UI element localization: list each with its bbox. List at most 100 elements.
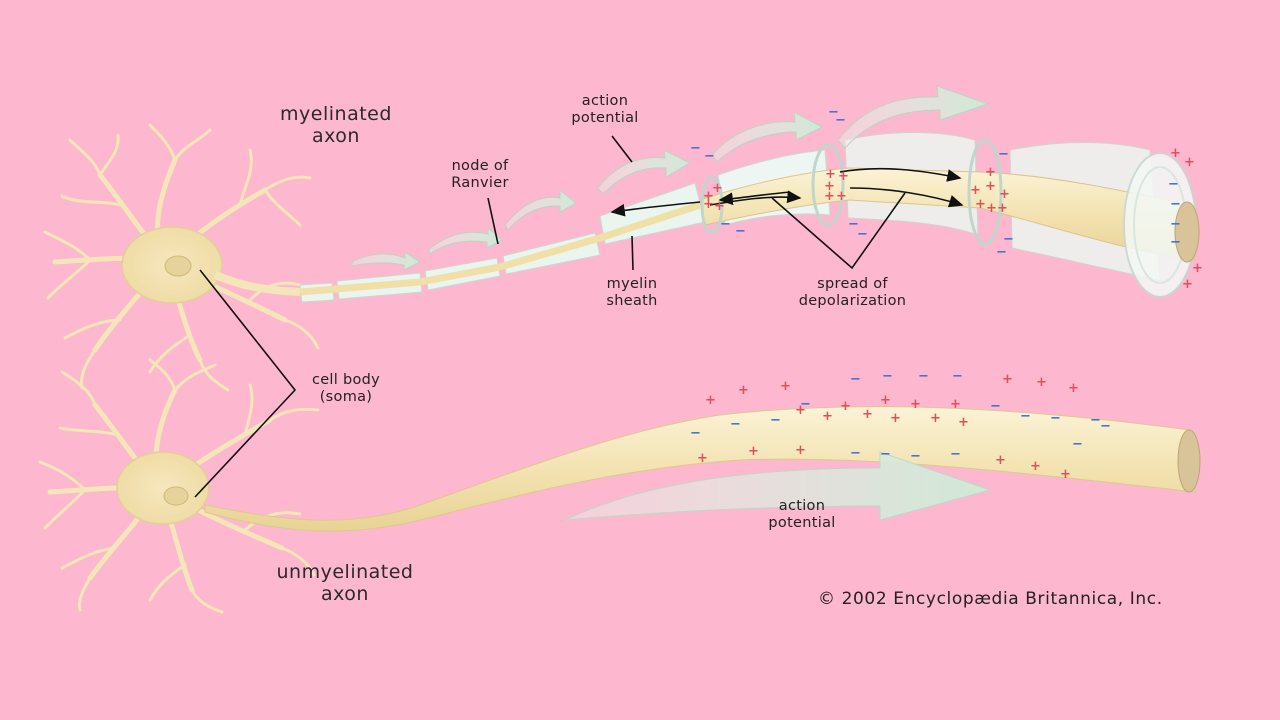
positive-charge: + [1036,375,1047,390]
top-axon-end [1174,201,1200,263]
action-potential-arrow [564,451,992,521]
negative-charge: − [857,227,868,242]
negative-charge: − [1100,419,1111,434]
negative-charge: − [1170,235,1181,250]
positive-charge: + [836,189,847,204]
positive-charge: + [1184,155,1195,170]
bottom-axon [204,406,1196,532]
positive-charge: + [950,397,961,412]
positive-charge: + [970,183,981,198]
negative-charge: − [848,217,859,232]
negative-charge: − [850,446,861,461]
positive-charge: + [840,399,851,414]
negative-charge: − [910,449,921,464]
positive-charge: + [997,201,1008,216]
negative-charge: − [770,413,781,428]
positive-charge: + [1030,459,1041,474]
positive-charge: + [1002,372,1013,387]
positive-charge: + [1182,277,1193,292]
positive-charge: + [705,393,716,408]
positive-charge: + [975,197,986,212]
axon-core-thick [699,167,1196,261]
positive-charge: + [703,197,714,212]
negative-charge: − [998,147,1009,162]
positive-charge: + [1060,467,1071,482]
positive-charge: + [780,379,791,394]
label-node-of-ranvier: node of Ranvier [451,158,509,191]
positive-charge: + [910,397,921,412]
negative-charge: − [952,369,963,384]
positive-charge: + [930,411,941,426]
negative-charge: − [950,447,961,462]
label-spread-of-depolarization: spread of depolarization [798,276,907,309]
positive-charge: + [995,453,1006,468]
positive-charge: + [825,167,836,182]
positive-charge: + [714,199,725,214]
positive-charge: + [986,201,997,216]
negative-charge: − [730,417,741,432]
positive-charge: + [824,189,835,204]
top-nucleus [164,255,192,277]
negative-charge: − [720,217,731,232]
label-unmyelinated-axon: unmyelinated axon [276,561,414,605]
positive-charge: + [1170,146,1181,161]
positive-charge: + [748,444,759,459]
positive-charge: + [697,451,708,466]
depolarization-arrows [610,167,964,217]
negative-charge: − [828,105,839,120]
label-action-potential-top: action potential [571,93,639,126]
negative-charge: − [1170,197,1181,212]
positive-charge: + [999,187,1010,202]
positive-charge: + [862,407,873,422]
negative-charge: − [1050,411,1061,426]
bottom-nucleus [163,486,189,506]
negative-charge: − [1090,413,1101,428]
bottom-soma [116,451,210,525]
positive-charge: + [1068,381,1079,396]
label-action-potential-bottom: action potential [768,498,836,531]
negative-charge: − [882,369,893,384]
positive-charge: + [795,443,806,458]
negative-charge: − [835,113,846,128]
positive-charge: + [880,393,891,408]
negative-charge: − [735,224,746,239]
positive-charge: + [795,403,806,418]
top-axon-initial [213,271,301,296]
myelinated-neuron [43,85,1200,392]
negative-charge: − [690,141,701,156]
negative-charge: − [850,372,861,387]
positive-charge: + [838,169,849,184]
negative-charge: − [990,399,1001,414]
negative-charge: − [690,426,701,441]
node-ring [967,138,1003,246]
positive-charge: + [1192,261,1203,276]
positive-charge: + [703,189,714,204]
negative-charge: − [1170,217,1181,232]
unmyelinated-neuron [38,358,1201,614]
positive-charge: + [958,415,969,430]
negative-charge: − [996,245,1007,260]
negative-charge: − [1003,232,1014,247]
positive-charge: + [985,165,996,180]
negative-charge: − [880,447,891,462]
label-myelin-sheath: myelin sheath [606,276,658,309]
negative-charge: − [1168,177,1179,192]
bottom-axon-end [1177,429,1201,493]
negative-charge: − [1072,437,1083,452]
saltatory-arrows [351,85,990,271]
label-cell-body: cell body (soma) [311,372,381,405]
positive-charge: + [712,181,723,196]
negative-charge: − [1020,409,1031,424]
positive-charge: + [985,179,996,194]
positive-charge: + [738,383,749,398]
positive-charge: + [824,179,835,194]
top-axon-core [299,201,702,296]
negative-charge: − [704,149,715,164]
positive-charge: + [890,411,901,426]
negative-charge: − [918,369,929,384]
label-myelinated-axon: myelinated axon [280,103,392,147]
node-ring [811,143,845,227]
copyright-notice: © 2002 Encyclopædia Britannica, Inc. [818,589,1163,609]
